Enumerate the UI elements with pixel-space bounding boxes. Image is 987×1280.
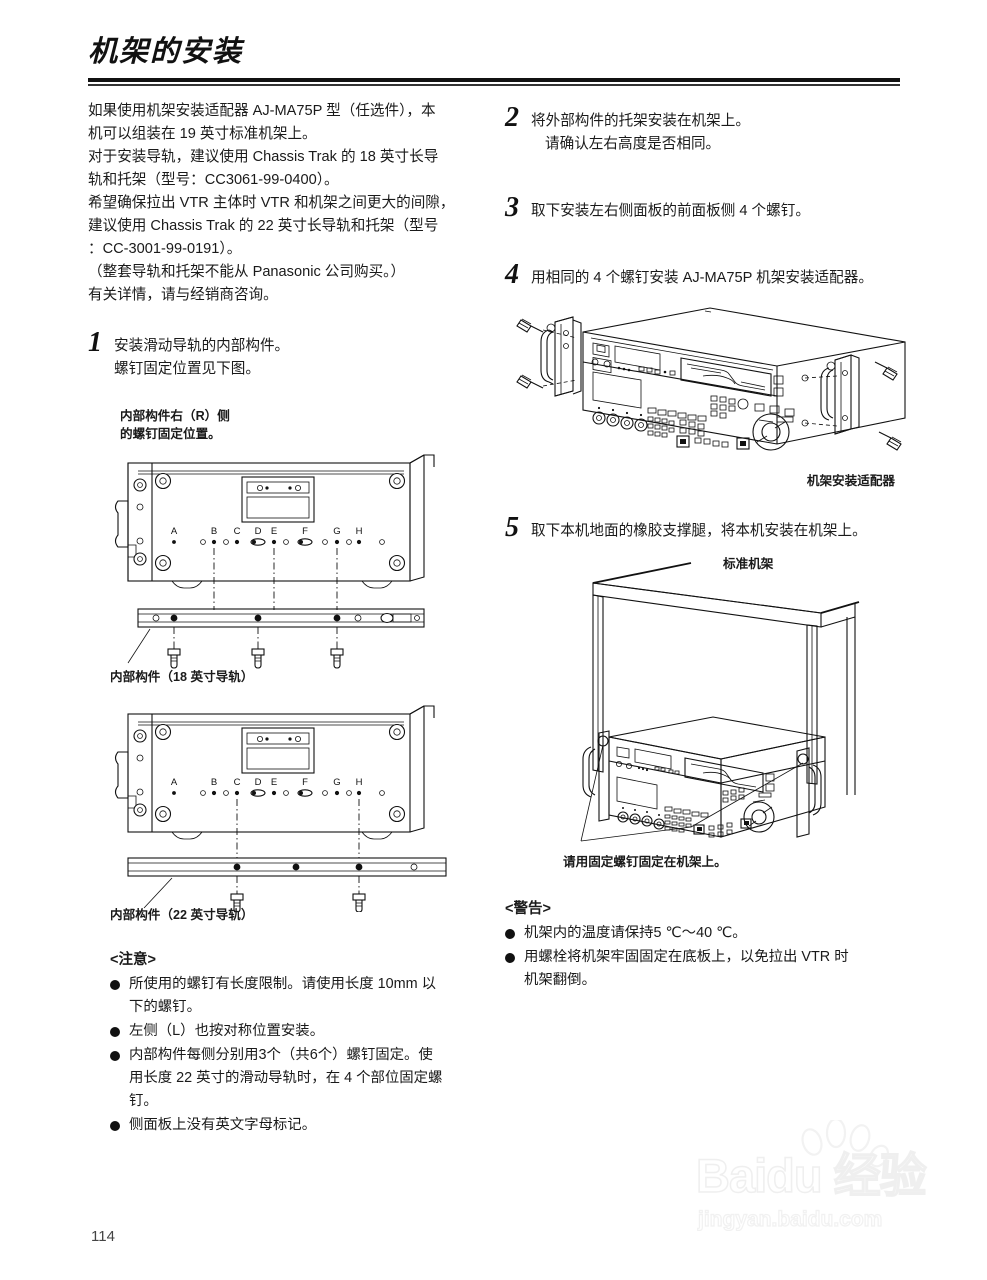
- step-2: 2 将外部构件的托架安装在机架上。 请确认左右高度是否相同。: [505, 104, 905, 156]
- page-title: 机架的安装: [88, 36, 244, 68]
- left-column: 如果使用机架安装适配器 AJ-MA75P 型（任选件），本 机可以组装在 19 …: [88, 100, 488, 1138]
- step-5-text: 取下本机地面的橡胶支撑腿，将本机安装在机架上。: [531, 514, 867, 543]
- screw-icon: [251, 648, 265, 669]
- svg-text:G: G: [333, 777, 340, 788]
- step-2-text: 将外部构件的托架安装在机架上。 请确认左右高度是否相同。: [531, 104, 750, 156]
- screw-icon: [878, 431, 902, 451]
- bullet-icon: [110, 980, 120, 990]
- fix-screw-caption: 请用固定螺钉固定在机架上。: [563, 855, 727, 869]
- note-item: 内部构件每侧分别用3个（共6个）螺钉固定。使 用长度 22 英寸的滑动导轨时，在…: [110, 1044, 488, 1113]
- watermark-brand: Baidu 经验: [695, 1149, 927, 1202]
- screw-icon: [516, 374, 544, 389]
- figure-standard-rack: 标准机架: [563, 555, 905, 855]
- svg-text:D: D: [255, 777, 262, 788]
- svg-text:C: C: [234, 777, 241, 788]
- step-5-line: 取下本机地面的橡胶支撑腿，将本机安装在机架上。: [531, 523, 867, 539]
- page-number: 114: [91, 1228, 115, 1245]
- rail18-caption: 内部构件（18 英寸导轨）: [110, 670, 254, 684]
- notes-heading: <注意>: [110, 952, 156, 968]
- step-1-line: 螺钉固定位置见下图。: [114, 361, 260, 377]
- hole-label-G: G: [333, 526, 340, 537]
- svg-text:E: E: [271, 777, 277, 788]
- step-2-line: 请确认左右高度是否相同。: [545, 136, 721, 152]
- bullet-icon: [110, 1027, 120, 1037]
- figure-22inch-rail: A B C D E F G H: [110, 700, 488, 912]
- note-item: 侧面板上没有英文字母标记。: [110, 1114, 488, 1137]
- step-4-text: 用相同的 4 个螺钉安装 AJ-MA75P 机架安装适配器。: [531, 261, 873, 290]
- step-5-number: 5: [505, 512, 519, 543]
- screw-icon: [167, 648, 181, 669]
- inner-member-heading: 内部构件右（R）侧 的螺钉固定位置。: [120, 409, 230, 441]
- svg-text:F: F: [302, 777, 308, 788]
- hole-label-F: F: [302, 526, 308, 537]
- intro-line: 如果使用机架安装适配器 AJ-MA75P 型（任选件），本: [88, 103, 436, 119]
- rack-adapter-bracket-right: [820, 354, 860, 435]
- hole-label-C: C: [234, 526, 241, 537]
- notes-list: 所使用的螺钉有长度限制。请使用长度 10mm 以 下的螺钉。 左侧（L）也按对称…: [110, 973, 488, 1137]
- intro-line: 有关详情，请与经销商咨询。: [88, 287, 278, 303]
- step-5: 5 取下本机地面的橡胶支撑腿，将本机安装在机架上。: [505, 514, 905, 543]
- step-4-line: 用相同的 4 个螺钉安装 AJ-MA75P 机架安装适配器。: [531, 270, 873, 286]
- standard-rack-label: 标准机架: [723, 557, 774, 571]
- figure-18inch-rail: A B C D E F G H: [110, 449, 488, 674]
- hole-label-B: B: [211, 526, 217, 537]
- step-1-text: 安装滑动导轨的内部构件。 螺钉固定位置见下图。: [114, 329, 289, 381]
- step-3-line: 取下安装左右侧面板的前面板侧 4 个螺钉。: [531, 203, 810, 219]
- intro-line: 机可以组装在 19 英寸标准机架上。: [88, 126, 317, 142]
- right-column: 2 将外部构件的托架安装在机架上。 请确认左右高度是否相同。 3 取下安装左右侧…: [505, 100, 906, 993]
- step-3: 3 取下安装左右侧面板的前面板侧 4 个螺钉。: [505, 194, 905, 223]
- svg-text:B: B: [211, 777, 217, 788]
- step-2-line: 将外部构件的托架安装在机架上。: [531, 113, 750, 129]
- intro-paragraph: 如果使用机架安装适配器 AJ-MA75P 型（任选件），本 机可以组装在 19 …: [88, 100, 488, 307]
- warnings-heading: <警告>: [505, 901, 551, 917]
- bullet-icon: [505, 953, 515, 963]
- header-rule: [88, 78, 900, 86]
- step-2-number: 2: [505, 102, 519, 133]
- svg-text:A: A: [171, 777, 178, 788]
- screw-icon: [230, 893, 244, 912]
- figure-vtr-adapter: [505, 298, 906, 470]
- screw-icon: [330, 648, 344, 669]
- step-1-line: 安装滑动导轨的内部构件。: [114, 338, 290, 354]
- intro-line: ：CC-3001-99-0191）。: [88, 241, 242, 257]
- screw-icon: [516, 318, 544, 333]
- intro-line: 建议使用 Chassis Trak 的 22 英寸长导轨和托架（型号: [88, 218, 439, 234]
- step-3-text: 取下安装左右侧面板的前面板侧 4 个螺钉。: [531, 194, 810, 223]
- step-1-number: 1: [88, 327, 102, 358]
- intro-line: 对于安装导轨，建议使用 Chassis Trak 的 18 英寸长导: [88, 149, 439, 165]
- baidu-watermark: Baidu 经验 jingyan.baidu.com: [690, 1118, 970, 1263]
- warnings-list: 机架内的温度请保持5 ℃～40 ℃。 用螺栓将机架牢固固定在底板上，以免拉出 V…: [505, 922, 905, 992]
- note-item: 所使用的螺钉有长度限制。请使用长度 10mm 以 下的螺钉。: [110, 973, 488, 1019]
- rack-adapter-caption: 机架安装适配器: [806, 474, 895, 488]
- hole-label-A: A: [171, 526, 178, 537]
- bullet-icon: [110, 1051, 120, 1061]
- step-1: 1 安装滑动导轨的内部构件。 螺钉固定位置见下图。: [88, 329, 488, 381]
- screw-icon: [874, 361, 898, 381]
- warning-item: 用螺栓将机架牢固固定在底板上，以免拉出 VTR 时 机架翻倒。: [505, 946, 905, 992]
- note-item: 左侧（L）也按对称位置安装。: [110, 1020, 488, 1043]
- watermark-url: jingyan.baidu.com: [697, 1207, 883, 1231]
- intro-line: 希望确保拉出 VTR 主体时 VTR 和机架之间更大的间隙，: [88, 195, 455, 211]
- notes-block: <注意> 所使用的螺钉有长度限制。请使用长度 10mm 以 下的螺钉。 左侧（L…: [110, 948, 488, 1137]
- intro-line: 轨和托架（型号：CC3061-99-0400）。: [88, 172, 339, 188]
- warning-item: 机架内的温度请保持5 ℃～40 ℃。: [505, 922, 905, 945]
- bullet-icon: [505, 929, 515, 939]
- svg-text:H: H: [356, 777, 363, 788]
- rack-adapter-bracket-left: [540, 316, 582, 397]
- rail22-caption: 内部构件（22 英寸导轨）: [110, 908, 254, 922]
- hole-label-H: H: [356, 526, 363, 537]
- intro-line: （整套导轨和托架不能从 Panasonic 公司购买。）: [88, 264, 406, 280]
- warnings-block: <警告> 机架内的温度请保持5 ℃～40 ℃。 用螺栓将机架牢固固定在底板上，以…: [505, 897, 905, 992]
- step-4: 4 用相同的 4 个螺钉安装 AJ-MA75P 机架安装适配器。: [505, 261, 905, 290]
- bullet-icon: [110, 1121, 120, 1131]
- paw-print-icon: [801, 1120, 890, 1168]
- step-3-number: 3: [505, 192, 519, 223]
- hole-label-E: E: [271, 526, 277, 537]
- step-4-number: 4: [505, 259, 519, 290]
- hole-label-D: D: [255, 526, 262, 537]
